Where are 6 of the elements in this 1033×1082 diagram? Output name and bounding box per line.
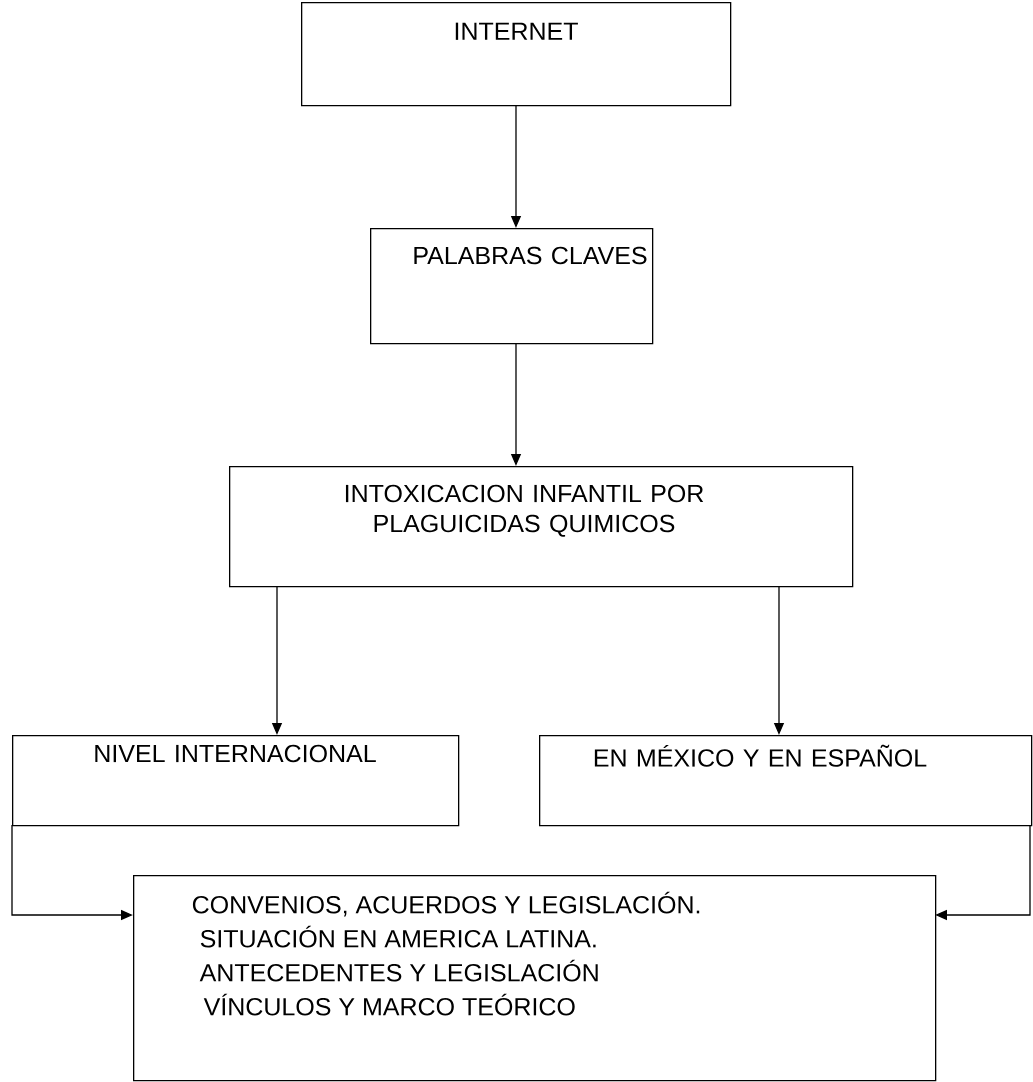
process-box: PALABRAS CLAVES bbox=[370, 228, 654, 345]
process-box: INTOXICACION INFANTIL POR PLAGUICIDAS QUIMICOS bbox=[229, 466, 854, 588]
process-box: EN MÉXICO Y EN ESPAÑOL bbox=[539, 735, 1033, 827]
process-box: CONVENIOS, ACUERDOS Y LEGISLACIÓN. SITUACIÓN EN AMERICA LATINA. ANTECEDENTES Y LEGISLACIÓN VÍNCULOS Y MARCO TEÓRICO bbox=[133, 875, 937, 1082]
process-box: INTERNET bbox=[301, 2, 732, 107]
process-box: NIVEL INTERNACIONAL bbox=[12, 735, 460, 827]
